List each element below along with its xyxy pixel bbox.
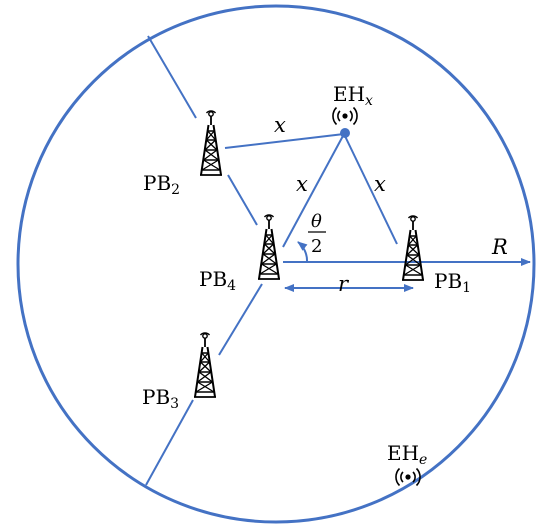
pb3-tower-icon bbox=[193, 331, 217, 398]
ehx-node bbox=[340, 128, 350, 138]
line-ehx-to-pb1 bbox=[343, 133, 398, 245]
pb1-tower-icon bbox=[401, 214, 425, 281]
distance-x-top-label: x bbox=[274, 113, 286, 137]
ehe-label: EHe bbox=[387, 441, 427, 468]
ehe-wireless-icon bbox=[395, 467, 421, 487]
pb1-label: PB1 bbox=[434, 269, 471, 296]
ehx-label: EHx bbox=[333, 82, 373, 109]
line-pb4-to-ehx bbox=[282, 133, 345, 248]
pb2-tower-icon bbox=[199, 109, 223, 176]
angle-numerator: θ bbox=[311, 211, 322, 232]
pb3-label: PB3 bbox=[142, 385, 179, 412]
angle-arc bbox=[297, 241, 309, 263]
line-pb2-to-ehx bbox=[224, 133, 345, 149]
distance-r-label: r bbox=[338, 272, 350, 296]
line-pb2-to-boundary bbox=[147, 35, 197, 119]
line-pb2-to-pb4 bbox=[227, 174, 258, 226]
ehx-wireless-icon bbox=[332, 106, 358, 126]
line-pb3-to-boundary bbox=[145, 399, 194, 486]
coverage-circle bbox=[16, 4, 536, 524]
distance-x-right-label: x bbox=[374, 172, 386, 196]
distance-x-left-label: x bbox=[296, 172, 308, 196]
pb2-label: PB2 bbox=[143, 171, 180, 198]
angle-denominator: 2 bbox=[311, 236, 322, 257]
pb4-tower-icon bbox=[257, 213, 281, 280]
radius-R-label: R bbox=[491, 235, 508, 259]
pb4-label: PB4 bbox=[199, 267, 236, 294]
line-pb4-to-pb3 bbox=[218, 283, 263, 356]
angle-fraction: θ 2 bbox=[308, 211, 326, 257]
